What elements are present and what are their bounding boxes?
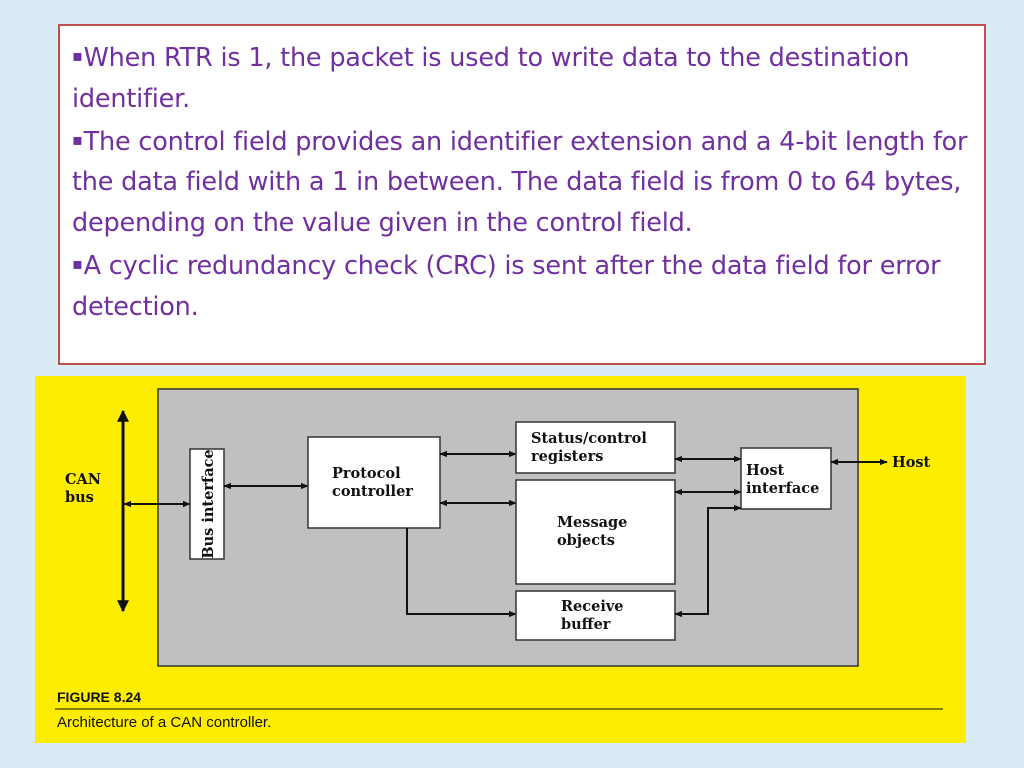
status-control-label: Status/control registers (531, 430, 652, 465)
message-objects-label: Message objects (557, 514, 632, 549)
bullet-text: The control field provides an identifier… (72, 126, 968, 239)
bullet-marker: ▪ (72, 129, 83, 149)
bullet-text: A cyclic redundancy check (CRC) is sent … (72, 250, 941, 322)
can-controller-diagram: CAN bus Bus interface Protocol controlle… (55, 388, 943, 731)
controller-panel (157, 388, 859, 667)
host-interface-block (740, 447, 832, 510)
bullet-text: When RTR is 1, the packet is used to wri… (72, 43, 910, 114)
bus-interface-label: Bus interface (200, 449, 217, 558)
bullet-item: ▪A cyclic redundancy check (CRC) is sent… (72, 244, 972, 328)
host-label: Host (892, 454, 931, 471)
bus-interface-block (189, 448, 225, 560)
protocol-controller-block (307, 436, 441, 529)
bullet-item: ▪When RTR is 1, the packet is used to wr… (72, 36, 972, 120)
figure-caption: Architecture of a CAN controller. (57, 714, 271, 731)
bullet-item: ▪The control field provides an identifie… (72, 120, 972, 244)
bullet-marker: ▪ (72, 46, 83, 65)
figure-number: FIGURE 8.24 (57, 689, 141, 705)
text-box: ▪When RTR is 1, the packet is used to wr… (58, 24, 986, 365)
can-controller-figure: CAN bus Bus interface Protocol controlle… (35, 376, 966, 743)
receive-buffer-label: Receive buffer (561, 598, 629, 633)
can-bus-label: CAN bus (65, 471, 106, 506)
status-control-block (515, 421, 676, 474)
protocol-controller-label: Protocol controller (332, 465, 413, 500)
message-objects-block (515, 479, 676, 585)
host-interface-label: Host interface (746, 462, 819, 497)
buffer-to-host-arrow (674, 504, 742, 618)
protocol-to-buffer-arrow (406, 528, 517, 618)
bullet-marker: ▪ (72, 253, 83, 273)
